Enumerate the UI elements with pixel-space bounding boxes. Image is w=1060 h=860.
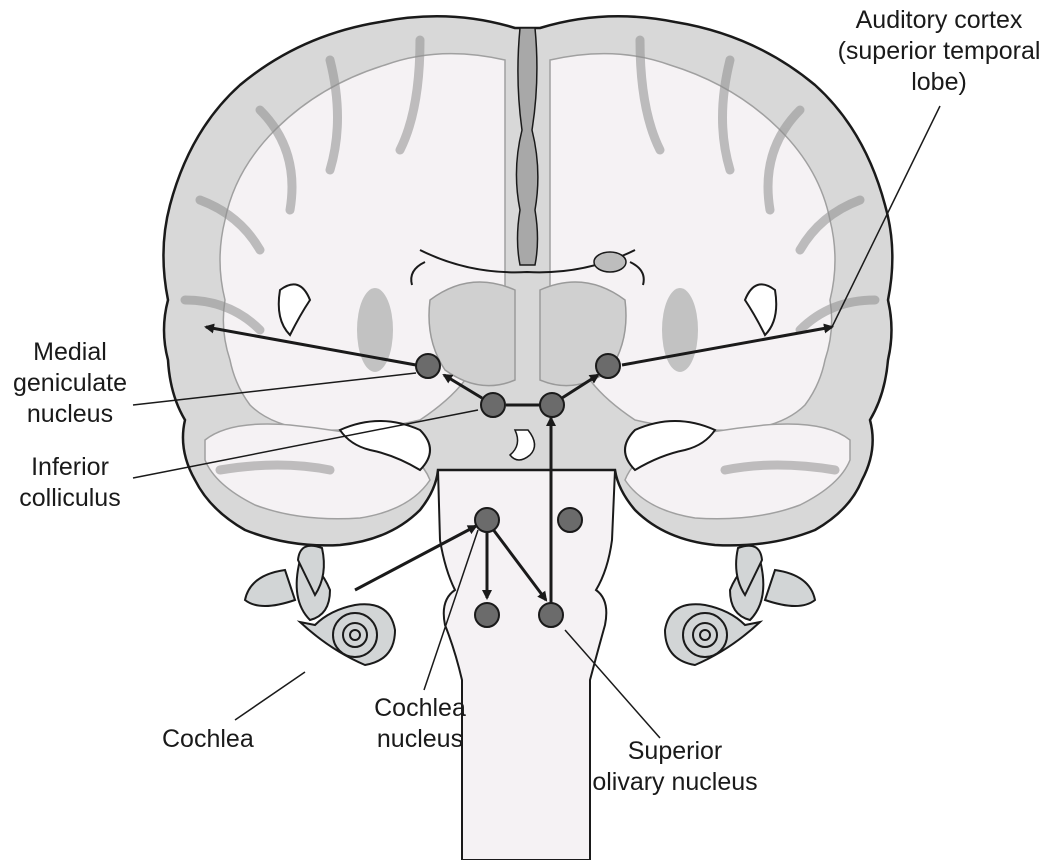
superior-olivary-nucleus-left xyxy=(474,602,500,628)
left-inner-ear xyxy=(243,544,397,667)
label-line: Cochlea xyxy=(374,694,466,722)
label-line: nucleus xyxy=(26,400,114,428)
label-medial-geniculate-nucleus: Medial geniculate nucleus xyxy=(0,337,140,430)
sulci xyxy=(180,35,880,475)
label-auditory-cortex: Auditory cortex (superior temporal lobe) xyxy=(824,5,1054,98)
label-line: olivary nucleus xyxy=(592,768,758,796)
label-line: Superior xyxy=(627,737,723,765)
label-line: geniculate xyxy=(13,369,127,397)
label-line: (superior temporal xyxy=(837,37,1041,65)
cochlea-nucleus-right xyxy=(557,507,583,533)
pathway-arrows xyxy=(204,323,834,606)
label-line: lobe) xyxy=(911,68,967,96)
medial-geniculate-nucleus-left xyxy=(415,353,441,379)
longitudinal-fissure xyxy=(515,27,539,266)
label-superior-olivary-nucleus: Superior olivary nucleus xyxy=(570,736,780,798)
leader-lines xyxy=(132,105,941,739)
inferior-colliculus-right xyxy=(539,392,565,418)
brainstem xyxy=(436,469,617,860)
label-line: Medial xyxy=(33,338,107,366)
label-line: colliculus xyxy=(19,484,121,512)
cochlea-nucleus-left xyxy=(474,507,500,533)
superior-olivary-nucleus-right xyxy=(538,602,564,628)
label-cochlea: Cochlea xyxy=(162,725,254,753)
label-line: nucleus xyxy=(376,725,464,753)
medial-geniculate-nucleus-right xyxy=(595,353,621,379)
label-line: Auditory cortex xyxy=(855,6,1023,34)
label-line: Inferior xyxy=(31,453,109,481)
label-cochlea-nucleus: Cochlea nucleus xyxy=(350,693,490,755)
label-inferior-colliculus: Inferior colliculus xyxy=(0,452,140,514)
nuclei xyxy=(415,353,621,628)
right-inner-ear xyxy=(663,544,817,667)
inferior-colliculus-left xyxy=(480,392,506,418)
